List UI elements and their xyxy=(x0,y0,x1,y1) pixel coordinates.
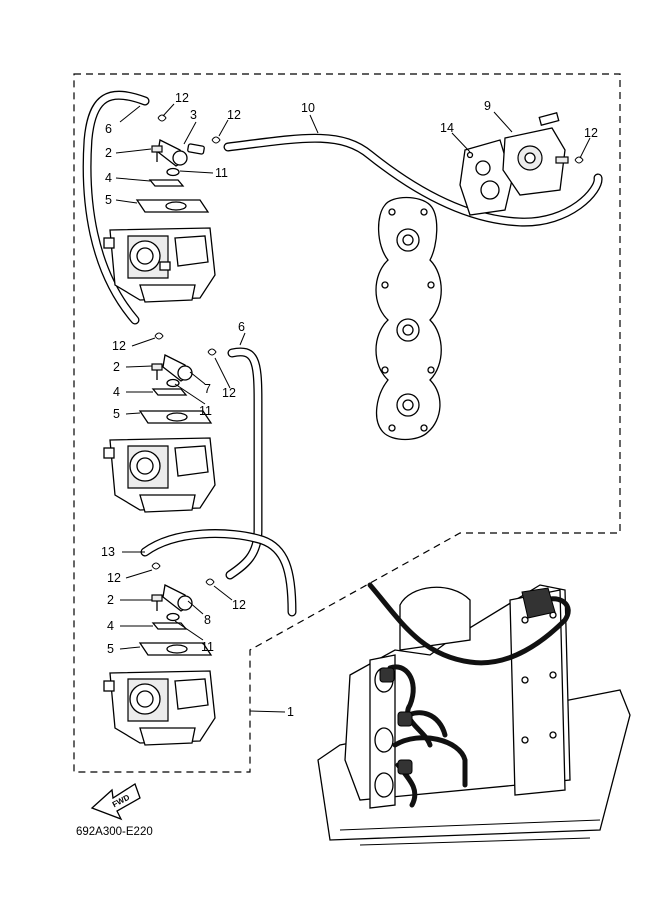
callout-12-a: 12 xyxy=(175,91,189,105)
callout-5-top: 5 xyxy=(105,193,112,207)
callout-14: 14 xyxy=(440,121,454,135)
carburetor-middle xyxy=(103,354,216,513)
callout-6-mid: 6 xyxy=(238,320,245,334)
callout-12-g: 12 xyxy=(232,598,246,612)
leader-lines xyxy=(115,103,591,713)
callout-10: 10 xyxy=(301,101,315,115)
fuel-pump-9 xyxy=(502,112,569,196)
callout-6-top: 6 xyxy=(105,122,112,136)
callout-2-mid: 2 xyxy=(113,360,120,374)
engine-assembly xyxy=(317,582,631,846)
callout-12-c: 12 xyxy=(584,126,598,140)
callout-3: 3 xyxy=(190,108,197,122)
callout-4-top: 4 xyxy=(105,171,112,185)
callout-12-e: 12 xyxy=(222,386,236,400)
fuel-pump-gasket-14 xyxy=(459,139,513,216)
callout-12-f: 12 xyxy=(107,571,121,585)
callout-2-top: 2 xyxy=(105,146,112,160)
callout-12-d: 12 xyxy=(112,339,126,353)
callout-4-mid: 4 xyxy=(113,385,120,399)
kit-boundary-dashed xyxy=(73,73,621,773)
callout-5-mid: 5 xyxy=(113,407,120,421)
callout-9: 9 xyxy=(484,99,491,113)
callout-7: 7 xyxy=(204,382,211,396)
fuel-hose-6-lower xyxy=(225,347,263,580)
callout-11-top: 11 xyxy=(215,166,228,180)
fuel-hose-13 xyxy=(140,529,297,617)
carburetor-top xyxy=(103,139,216,303)
intake-gasket xyxy=(375,196,442,441)
callout-8: 8 xyxy=(204,613,211,627)
callout-4-bot: 4 xyxy=(107,619,114,633)
callout-12-b: 12 xyxy=(227,108,241,122)
callout-5-bot: 5 xyxy=(107,642,114,656)
drawing-code: 692A300-E220 xyxy=(76,826,153,838)
callout-13: 13 xyxy=(101,545,115,559)
callout-11-bot: 11 xyxy=(201,640,214,654)
clips-12 xyxy=(151,114,584,586)
callouts: 6 12 3 12 10 9 14 12 2 11 4 5 6 12 2 7 1… xyxy=(101,91,598,719)
carburetor-bottom xyxy=(103,584,216,746)
callout-2-bot: 2 xyxy=(107,593,114,607)
callout-1: 1 xyxy=(287,705,294,719)
fuel-hose-6-upper xyxy=(82,90,150,325)
fwd-arrow-icon: FWD xyxy=(90,783,141,821)
callout-11-mid: 11 xyxy=(199,404,212,418)
fuel-hose-10 xyxy=(223,133,603,227)
